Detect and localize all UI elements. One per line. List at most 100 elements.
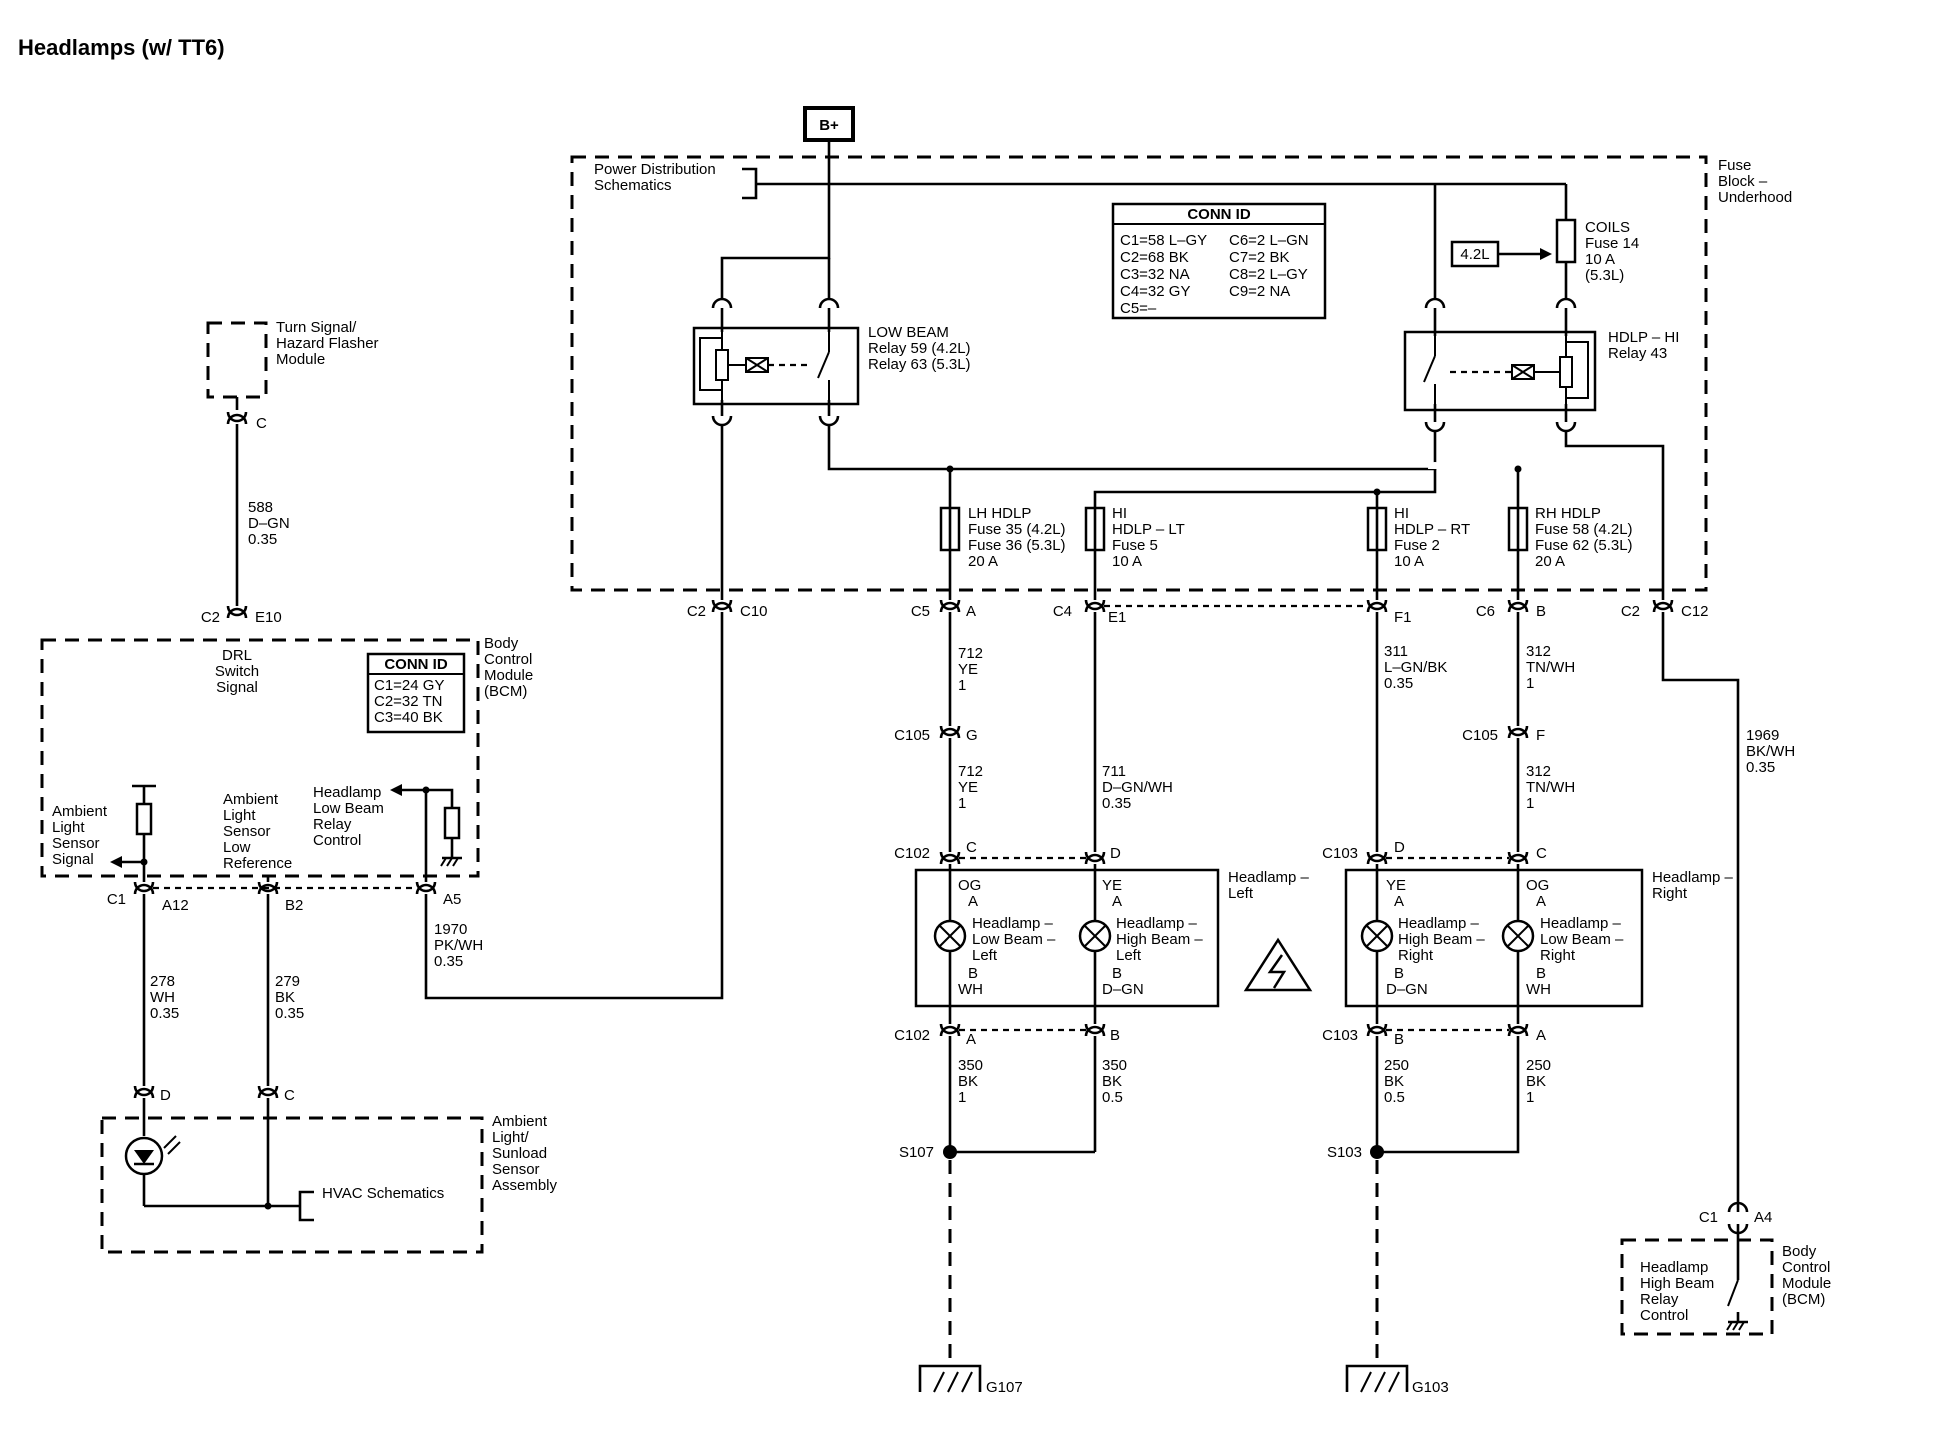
svg-text:C103: C103 <box>1322 1027 1358 1044</box>
connector-c103-top: C103 D C <box>1322 839 1547 865</box>
svg-text:G103: G103 <box>1412 1379 1449 1396</box>
svg-text:0.35: 0.35 <box>1384 675 1413 692</box>
svg-text:WH: WH <box>958 981 983 998</box>
svg-text:Light: Light <box>52 819 85 836</box>
connector-c102-top: C102 C D <box>894 839 1121 865</box>
svg-text:Fuse 14: Fuse 14 <box>1585 235 1639 252</box>
svg-text:High Beam –: High Beam – <box>1398 931 1485 948</box>
connector-c105-g: C105 G <box>894 725 978 744</box>
svg-text:C4: C4 <box>1053 603 1072 620</box>
svg-text:Switch: Switch <box>215 663 259 680</box>
svg-text:Sensor: Sensor <box>52 835 100 852</box>
fuse-lh-hdlp: LH HDLP Fuse 35 (4.2L) Fuse 36 (5.3L) 20… <box>939 505 1066 570</box>
svg-text:G: G <box>966 727 978 744</box>
svg-text:C8=2 L–GY: C8=2 L–GY <box>1229 266 1308 283</box>
svg-text:712: 712 <box>958 763 983 780</box>
svg-text:CONN ID: CONN ID <box>384 656 448 673</box>
svg-text:Right: Right <box>1398 947 1434 964</box>
svg-text:Hazard Flasher: Hazard Flasher <box>276 335 379 352</box>
svg-text:1: 1 <box>1526 1089 1534 1106</box>
svg-text:A: A <box>1112 893 1122 910</box>
svg-text:Control: Control <box>1640 1307 1688 1324</box>
wire-312-lower: 312 TN/WH 1 <box>1526 763 1575 812</box>
svg-text:D: D <box>160 1087 171 1104</box>
svg-text:1: 1 <box>958 677 966 694</box>
headlamp-left: Headlamp – Left OG A B WH Headlamp – Low… <box>914 864 1310 1024</box>
svg-text:C: C <box>1536 845 1547 862</box>
wire-1970: 1970 PK/WH 0.35 <box>434 921 483 970</box>
svg-text:G107: G107 <box>986 1379 1023 1396</box>
svg-text:Headlamp –: Headlamp – <box>1116 915 1198 932</box>
svg-text:312: 312 <box>1526 643 1551 660</box>
svg-text:D: D <box>1394 839 1405 856</box>
svg-text:Block –: Block – <box>1718 173 1768 190</box>
wire-312-upper: 312 TN/WH 1 <box>1526 643 1575 692</box>
svg-text:C4=32 GY: C4=32 GY <box>1120 283 1190 300</box>
svg-text:PK/WH: PK/WH <box>434 937 483 954</box>
svg-text:A: A <box>1394 893 1404 910</box>
svg-text:Fuse 58 (4.2L): Fuse 58 (4.2L) <box>1535 521 1633 538</box>
bcm-headlamp-high-beam-control: C1 A4 Headlamp High Beam Relay Control B… <box>1620 1201 1831 1336</box>
svg-text:1970: 1970 <box>434 921 467 938</box>
wire-588: 588 D–GN 0.35 <box>248 499 290 548</box>
svg-text:HDLP – LT: HDLP – LT <box>1112 521 1185 538</box>
svg-text:CONN ID: CONN ID <box>1187 206 1251 223</box>
svg-text:Fuse 35 (4.2L): Fuse 35 (4.2L) <box>968 521 1066 538</box>
svg-text:279: 279 <box>275 973 300 990</box>
svg-text:Headlamp –: Headlamp – <box>1228 869 1310 886</box>
svg-text:Left: Left <box>1228 885 1254 902</box>
svg-text:WH: WH <box>1526 981 1551 998</box>
svg-text:RH HDLP: RH HDLP <box>1535 505 1601 522</box>
svg-text:Headlamp –: Headlamp – <box>1652 869 1734 886</box>
connector-c103-bottom: C103 B A <box>1322 1023 1546 1048</box>
svg-text:Headlamp –: Headlamp – <box>1398 915 1480 932</box>
svg-text:L–GN/BK: L–GN/BK <box>1384 659 1447 676</box>
svg-text:B: B <box>1394 1031 1404 1048</box>
svg-text:LH HDLP: LH HDLP <box>968 505 1031 522</box>
svg-text:DRL: DRL <box>222 647 252 664</box>
connector-c102-bottom: C102 A B <box>894 1023 1120 1048</box>
svg-text:C: C <box>966 839 977 856</box>
svg-text:C6: C6 <box>1476 603 1495 620</box>
svg-text:C2=32 TN: C2=32 TN <box>374 693 443 710</box>
wire-1969: 1969 BK/WH 0.35 <box>1746 727 1795 776</box>
svg-text:Control: Control <box>484 651 532 668</box>
bcm-label: Body Control Module (BCM) <box>484 635 533 700</box>
svg-text:D–GN: D–GN <box>1386 981 1428 998</box>
svg-text:A: A <box>1536 1027 1546 1044</box>
svg-text:HI: HI <box>1394 505 1409 522</box>
ground-g107: G107 <box>918 1364 1023 1396</box>
svg-text:C12: C12 <box>1681 603 1709 620</box>
svg-text:Left: Left <box>972 947 998 964</box>
coils-fuse: COILS Fuse 14 10 A (5.3L) 4.2L <box>1450 184 1639 298</box>
svg-text:TN/WH: TN/WH <box>1526 779 1575 796</box>
svg-text:C103: C103 <box>1322 845 1358 862</box>
svg-text:4.2L: 4.2L <box>1460 246 1489 263</box>
svg-text:D–GN: D–GN <box>248 515 290 532</box>
svg-text:Relay: Relay <box>1640 1291 1679 1308</box>
svg-text:E10: E10 <box>255 609 282 626</box>
hdlp-hi-relay: HDLP – HI Relay 43 <box>1403 184 1679 433</box>
svg-text:TN/WH: TN/WH <box>1526 659 1575 676</box>
svg-text:Headlamp –: Headlamp – <box>1540 915 1622 932</box>
svg-text:1969: 1969 <box>1746 727 1779 744</box>
fuse-rh-hdlp: RH HDLP Fuse 58 (4.2L) Fuse 62 (5.3L) 20… <box>1507 505 1633 570</box>
svg-text:Module: Module <box>276 351 325 368</box>
svg-text:Low: Low <box>223 839 251 856</box>
svg-text:E1: E1 <box>1108 609 1126 626</box>
svg-text:Light: Light <box>223 807 256 824</box>
svg-text:Relay 59 (4.2L): Relay 59 (4.2L) <box>868 340 971 357</box>
svg-text:1: 1 <box>958 795 966 812</box>
bcm-connectors: C1 A12 B2 A5 <box>107 881 461 914</box>
svg-text:Right: Right <box>1652 885 1688 902</box>
splice-s107: S107 <box>899 1144 957 1161</box>
svg-text:Left: Left <box>1116 947 1142 964</box>
svg-text:C1=24 GY: C1=24 GY <box>374 677 444 694</box>
svg-text:OG: OG <box>1526 877 1549 894</box>
svg-text:350: 350 <box>958 1057 983 1074</box>
svg-text:A: A <box>968 893 978 910</box>
svg-text:250: 250 <box>1526 1057 1551 1074</box>
svg-text:A: A <box>966 603 976 620</box>
svg-text:Ambient: Ambient <box>492 1113 548 1130</box>
svg-text:BK: BK <box>1526 1073 1546 1090</box>
